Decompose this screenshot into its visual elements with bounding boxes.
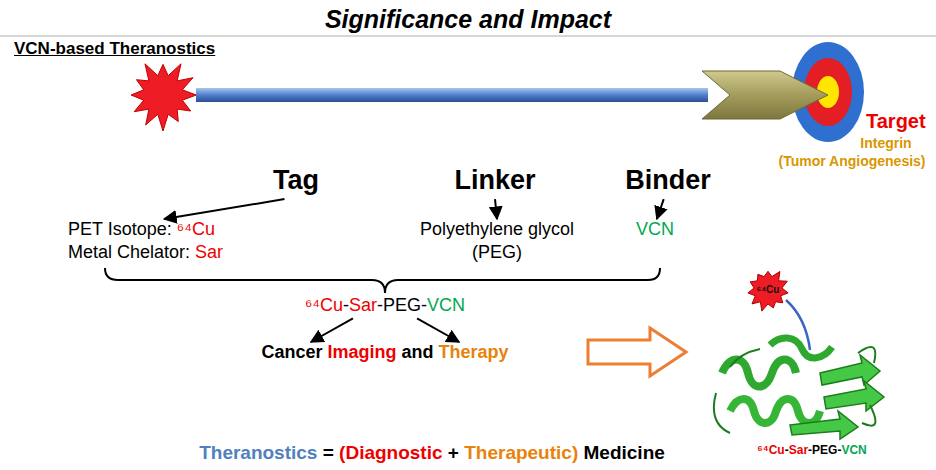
node-text: Metal Chelator: Sar — [68, 241, 223, 264]
text-run: Therapeutic) — [464, 442, 578, 463]
text-run: Sar — [349, 295, 377, 315]
arrow-shaft — [196, 88, 708, 102]
text-run: PET Isotope: — [68, 219, 177, 239]
text-run: -PEG- — [808, 443, 841, 457]
node-text: Binder — [625, 163, 711, 198]
text-run: - — [785, 443, 789, 457]
part-heading: Tag — [273, 163, 319, 198]
text-run: - — [343, 295, 349, 315]
text-run: ⁶⁴Cu — [757, 443, 784, 457]
application-text: Cancer Imaging and Therapy — [261, 341, 508, 364]
brace — [105, 268, 660, 293]
loop — [714, 347, 876, 433]
part-heading: Binder — [625, 163, 711, 198]
linker-name: Polyethylene glycol (PEG) — [407, 218, 587, 265]
slide-caption: Theranostics = (Diagnostic + Therapeutic… — [199, 441, 665, 466]
text-run: VCN — [427, 295, 465, 315]
text-run: Imaging — [327, 342, 396, 362]
section-heading: VCN-based Theranostics — [14, 38, 215, 60]
isotope-burst-small — [748, 271, 788, 311]
arrow-connector — [311, 318, 353, 342]
helix — [770, 338, 832, 358]
target-process: (Tumor Angiogenesis) — [779, 152, 926, 170]
protein-model — [714, 338, 884, 439]
arrow-head — [702, 71, 828, 119]
conjugate-name: ⁶⁴Cu-Sar-PEG-VCN — [305, 294, 465, 317]
node-text: Cancer Imaging and Therapy — [261, 341, 508, 364]
text-run: Therapy — [439, 342, 509, 362]
node-text: ⁶⁴Cu-Sar-PEG-VCN — [305, 294, 465, 317]
node-text: Polyethylene glycol (PEG) — [407, 218, 587, 265]
isotope-burst — [131, 64, 196, 131]
beta-strand — [790, 411, 858, 439]
isotope-tag: ⁶⁴Cu — [757, 283, 780, 296]
node-text: PET Isotope: ⁶⁴Cu — [68, 218, 223, 241]
text-run: ⁶⁴Cu — [177, 219, 215, 239]
beta-strand — [824, 381, 884, 411]
node-text: Linker — [454, 163, 535, 198]
title-rule — [0, 35, 936, 37]
text-run: = — [317, 442, 339, 463]
text-run: Cancer — [261, 342, 327, 362]
hollow-arrow — [588, 328, 686, 376]
arrow-connector — [417, 318, 459, 342]
binder-name: VCN — [636, 218, 674, 241]
target-name: Integrin — [860, 134, 911, 152]
text-run: Metal Chelator: — [68, 242, 195, 262]
text-run: and — [397, 342, 439, 362]
text-run: (Diagnostic — [339, 442, 442, 463]
text-run: Sar — [195, 242, 223, 262]
beta-strand — [820, 355, 880, 385]
target-heading: Target — [866, 108, 926, 134]
arrow-connector — [495, 199, 497, 219]
text-run: ⁶⁴Cu — [305, 295, 343, 315]
text-run: Theranostics — [199, 442, 317, 463]
text-run: -PEG- — [377, 295, 427, 315]
text-run: + — [443, 442, 465, 463]
arrow-connector — [657, 199, 664, 219]
text-run: VCN — [841, 443, 866, 457]
node-text: VCN — [636, 218, 674, 241]
slide-title: Significance and Impact — [325, 3, 611, 36]
node-text: Tag — [273, 163, 319, 198]
part-heading: Linker — [454, 163, 535, 198]
text-run: Sar — [789, 443, 808, 457]
tag-components: PET Isotope: ⁶⁴CuMetal Chelator: Sar — [68, 218, 223, 265]
helix — [730, 399, 820, 423]
arrow-connector — [164, 199, 284, 219]
text-run: Medicine — [578, 442, 665, 463]
model-caption: ⁶⁴Cu-Sar-PEG-VCN — [757, 443, 867, 459]
